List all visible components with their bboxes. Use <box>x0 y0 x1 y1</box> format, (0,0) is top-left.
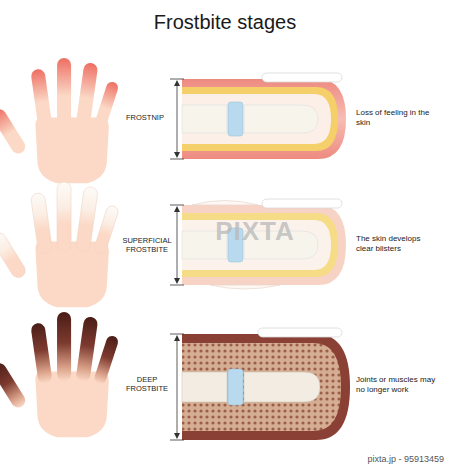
skin-layer <box>182 79 346 159</box>
nail <box>262 73 342 82</box>
damaged-tissue <box>182 343 341 431</box>
finger <box>30 192 52 254</box>
stage-name: DEEP FROSTBITE <box>124 375 170 393</box>
watermark: PIXTA <box>180 216 330 247</box>
stage-note: The skin develops clear blisters <box>356 234 440 253</box>
finger <box>30 68 52 130</box>
bone <box>244 372 320 402</box>
stage-note: Joints or muscles may no longer work <box>356 375 440 394</box>
finger <box>75 316 98 382</box>
stage-name: SUPERFICIAL FROSTBITE <box>120 236 174 254</box>
joint <box>228 369 243 405</box>
nail <box>258 328 342 337</box>
stage-name: FROSTNIP <box>120 113 170 122</box>
thumb <box>0 361 28 411</box>
finger <box>57 182 71 251</box>
joint <box>228 102 243 136</box>
skin-layer <box>182 334 350 440</box>
bone <box>182 105 227 133</box>
diagram-title: Frostbite stages <box>0 10 450 34</box>
hand-frostnip <box>0 58 120 183</box>
section-superficial <box>170 199 346 289</box>
bone <box>182 372 227 402</box>
stage-note: Loss of feeling in the skin <box>356 108 440 127</box>
thumb <box>0 231 28 281</box>
thickness-bracket <box>170 79 184 159</box>
tissue-layer <box>182 94 331 144</box>
finger <box>57 312 71 381</box>
finger <box>93 204 120 255</box>
thickness-bracket <box>170 334 184 440</box>
section-frostnip <box>170 73 346 159</box>
bone <box>244 105 318 133</box>
nail <box>262 199 342 208</box>
finger <box>93 80 120 131</box>
finger <box>93 334 120 385</box>
section-deep <box>170 328 350 440</box>
finger <box>75 62 98 128</box>
blister <box>210 285 280 289</box>
thumb <box>0 107 28 157</box>
fat-layer <box>182 87 338 151</box>
finger <box>57 58 71 127</box>
hand-deep <box>0 312 120 437</box>
finger <box>30 322 52 384</box>
watermark-credit: pixta.jp - 95913459 <box>367 454 444 465</box>
finger <box>75 186 98 252</box>
thickness-bracket <box>170 205 184 285</box>
blister <box>192 201 258 206</box>
hand-superficial <box>0 182 120 307</box>
